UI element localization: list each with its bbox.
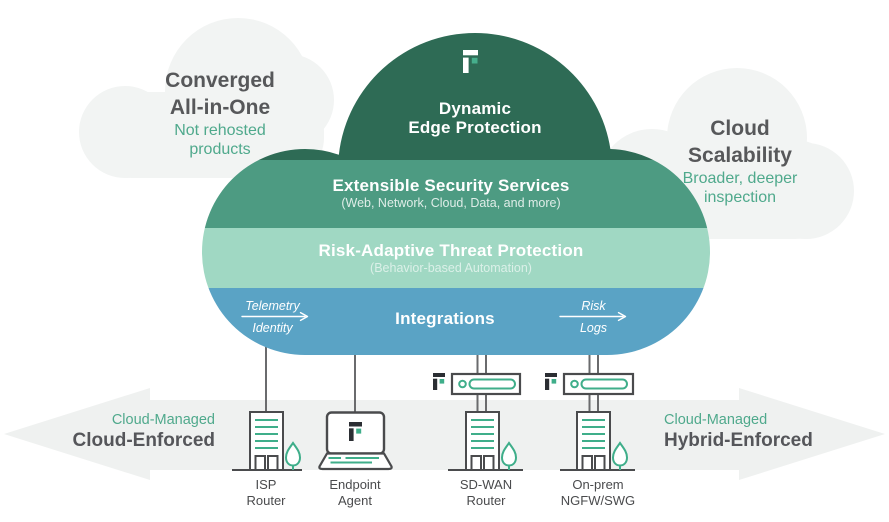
endpoint-laptop-icon — [318, 411, 393, 471]
device-label-line1: SD-WAN — [459, 477, 513, 492]
isp-building-icon — [232, 411, 302, 471]
sdwan-appliance-building-icon — [433, 372, 523, 471]
device-label-line2: Router — [466, 492, 506, 508]
device-label-isp-router: ISP Router — [211, 477, 321, 508]
left-deployment-managed: Cloud-Managed — [111, 412, 215, 428]
forcepoint-logo-icon — [463, 50, 478, 73]
services-band-title: Extensible Security Services — [332, 176, 570, 195]
left-deployment-enforced: Cloud-Enforced — [72, 430, 216, 451]
right-cloud-label: Cloud Scalability Broader, deeper inspec… — [625, 115, 855, 207]
device-label-line2: NGFW/SWG — [560, 492, 636, 508]
device-label-endpoint-agent: Endpoint Agent — [300, 477, 410, 508]
threat-band-subtitle: (Behavior-based Automation) — [370, 261, 532, 275]
services-band — [202, 160, 710, 228]
threat-band — [202, 228, 710, 288]
inbound-flow-label-top: Telemetry — [245, 299, 300, 313]
network-appliance-icon — [450, 372, 522, 396]
left-cloud-label: Converged All-in-One Not rehosted produc… — [105, 67, 335, 159]
device-label-line2: Agent — [338, 492, 372, 508]
deployment-arrow-band — [4, 388, 885, 480]
right-deployment-enforced: Hybrid-Enforced — [664, 430, 813, 451]
outbound-flow-label-bottom: Logs — [579, 321, 608, 335]
dome-title-line2: Edge Protection — [408, 118, 542, 137]
device-label-line1: ISP — [255, 477, 277, 492]
integrations-band — [202, 288, 710, 355]
services-band-label: Extensible Security Services (Web, Netwo… — [250, 176, 652, 211]
left-cloud-title-line2: All-in-One — [169, 96, 271, 119]
right-cloud-title-line2: Scalability — [688, 144, 792, 167]
building-windows — [255, 419, 278, 449]
dome-title-line1: Dynamic — [438, 99, 512, 118]
forcepoint-logo-icon — [545, 373, 557, 390]
right-deployment-managed: Cloud-Managed — [664, 412, 768, 428]
integrations-band-title: Integrations — [395, 309, 495, 328]
left-background-cloud-icon — [79, 18, 334, 178]
right-deployment-label: Cloud-Managed Hybrid-Enforced — [664, 411, 879, 453]
device-label-line1: On-prem — [572, 477, 624, 492]
building-windows — [471, 419, 494, 449]
threat-band-label: Risk-Adaptive Threat Protection (Behavio… — [250, 241, 652, 276]
keyboard-lines — [328, 457, 379, 464]
threat-band-title: Risk-Adaptive Threat Protection — [318, 241, 584, 260]
device-label-onprem-ngfw: On-prem NGFW/SWG — [543, 477, 653, 508]
right-cloud-subtitle-line1: Broader, deeper — [682, 170, 798, 187]
forcepoint-logo-icon — [433, 373, 445, 390]
device-label-sdwan-router: SD-WAN Router — [431, 477, 541, 508]
connector-lines — [265, 340, 599, 413]
services-band-subtitle: (Web, Network, Cloud, Data, and more) — [341, 196, 561, 210]
outbound-flow-arrow-icon — [559, 311, 627, 322]
forcepoint-logo-icon — [349, 422, 362, 441]
left-cloud-title-line1: Converged — [165, 69, 275, 92]
left-cloud-subtitle-line2: products — [189, 141, 251, 158]
inbound-flow-label-bottom: Identity — [252, 321, 293, 335]
device-label-line1: Endpoint — [329, 477, 381, 492]
inbound-flow-arrow-icon — [241, 311, 309, 322]
left-deployment-label: Cloud-Managed Cloud-Enforced — [10, 411, 216, 453]
ngfw-appliance-building-icon — [545, 372, 635, 471]
left-cloud-subtitle-line1: Not rehosted — [174, 122, 266, 139]
dome-title: Dynamic Edge Protection — [365, 99, 585, 137]
network-appliance-icon — [562, 372, 635, 396]
outbound-flow-label-top: Risk — [581, 299, 606, 313]
building-windows — [582, 419, 605, 449]
right-cloud-title-line1: Cloud — [710, 117, 770, 140]
right-cloud-subtitle-line2: inspection — [703, 189, 777, 206]
device-label-line2: Router — [246, 492, 286, 508]
